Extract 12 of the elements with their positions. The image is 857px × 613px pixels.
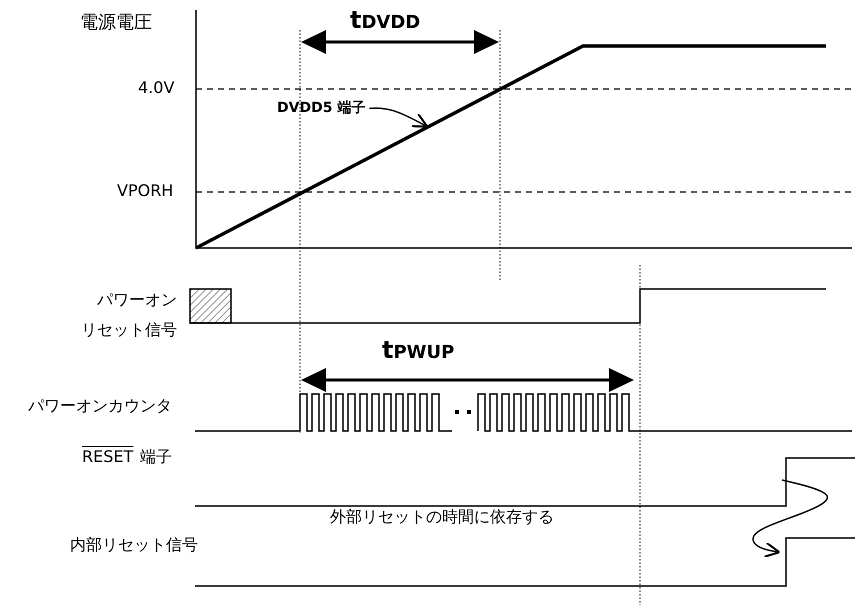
- signal-label: VPORH: [117, 181, 174, 200]
- signal-label: 内部リセット信号: [70, 535, 198, 554]
- signal-label: RESET: [82, 447, 134, 466]
- signal-label: 4.0V: [138, 78, 174, 98]
- voltage-ramp: [195, 44, 826, 250]
- signal-label: 端子: [140, 447, 172, 466]
- pin-label: DVDD5 端子: [277, 100, 366, 117]
- leader-line: [369, 107, 428, 128]
- signal-label: パワーオンリセット信号: [80, 289, 177, 342]
- signal-label: パワーオンカウンタ: [28, 396, 172, 416]
- signal-label: 電源電圧: [80, 12, 152, 34]
- signal-label: 外部リセットの時間に依存する: [330, 507, 554, 526]
